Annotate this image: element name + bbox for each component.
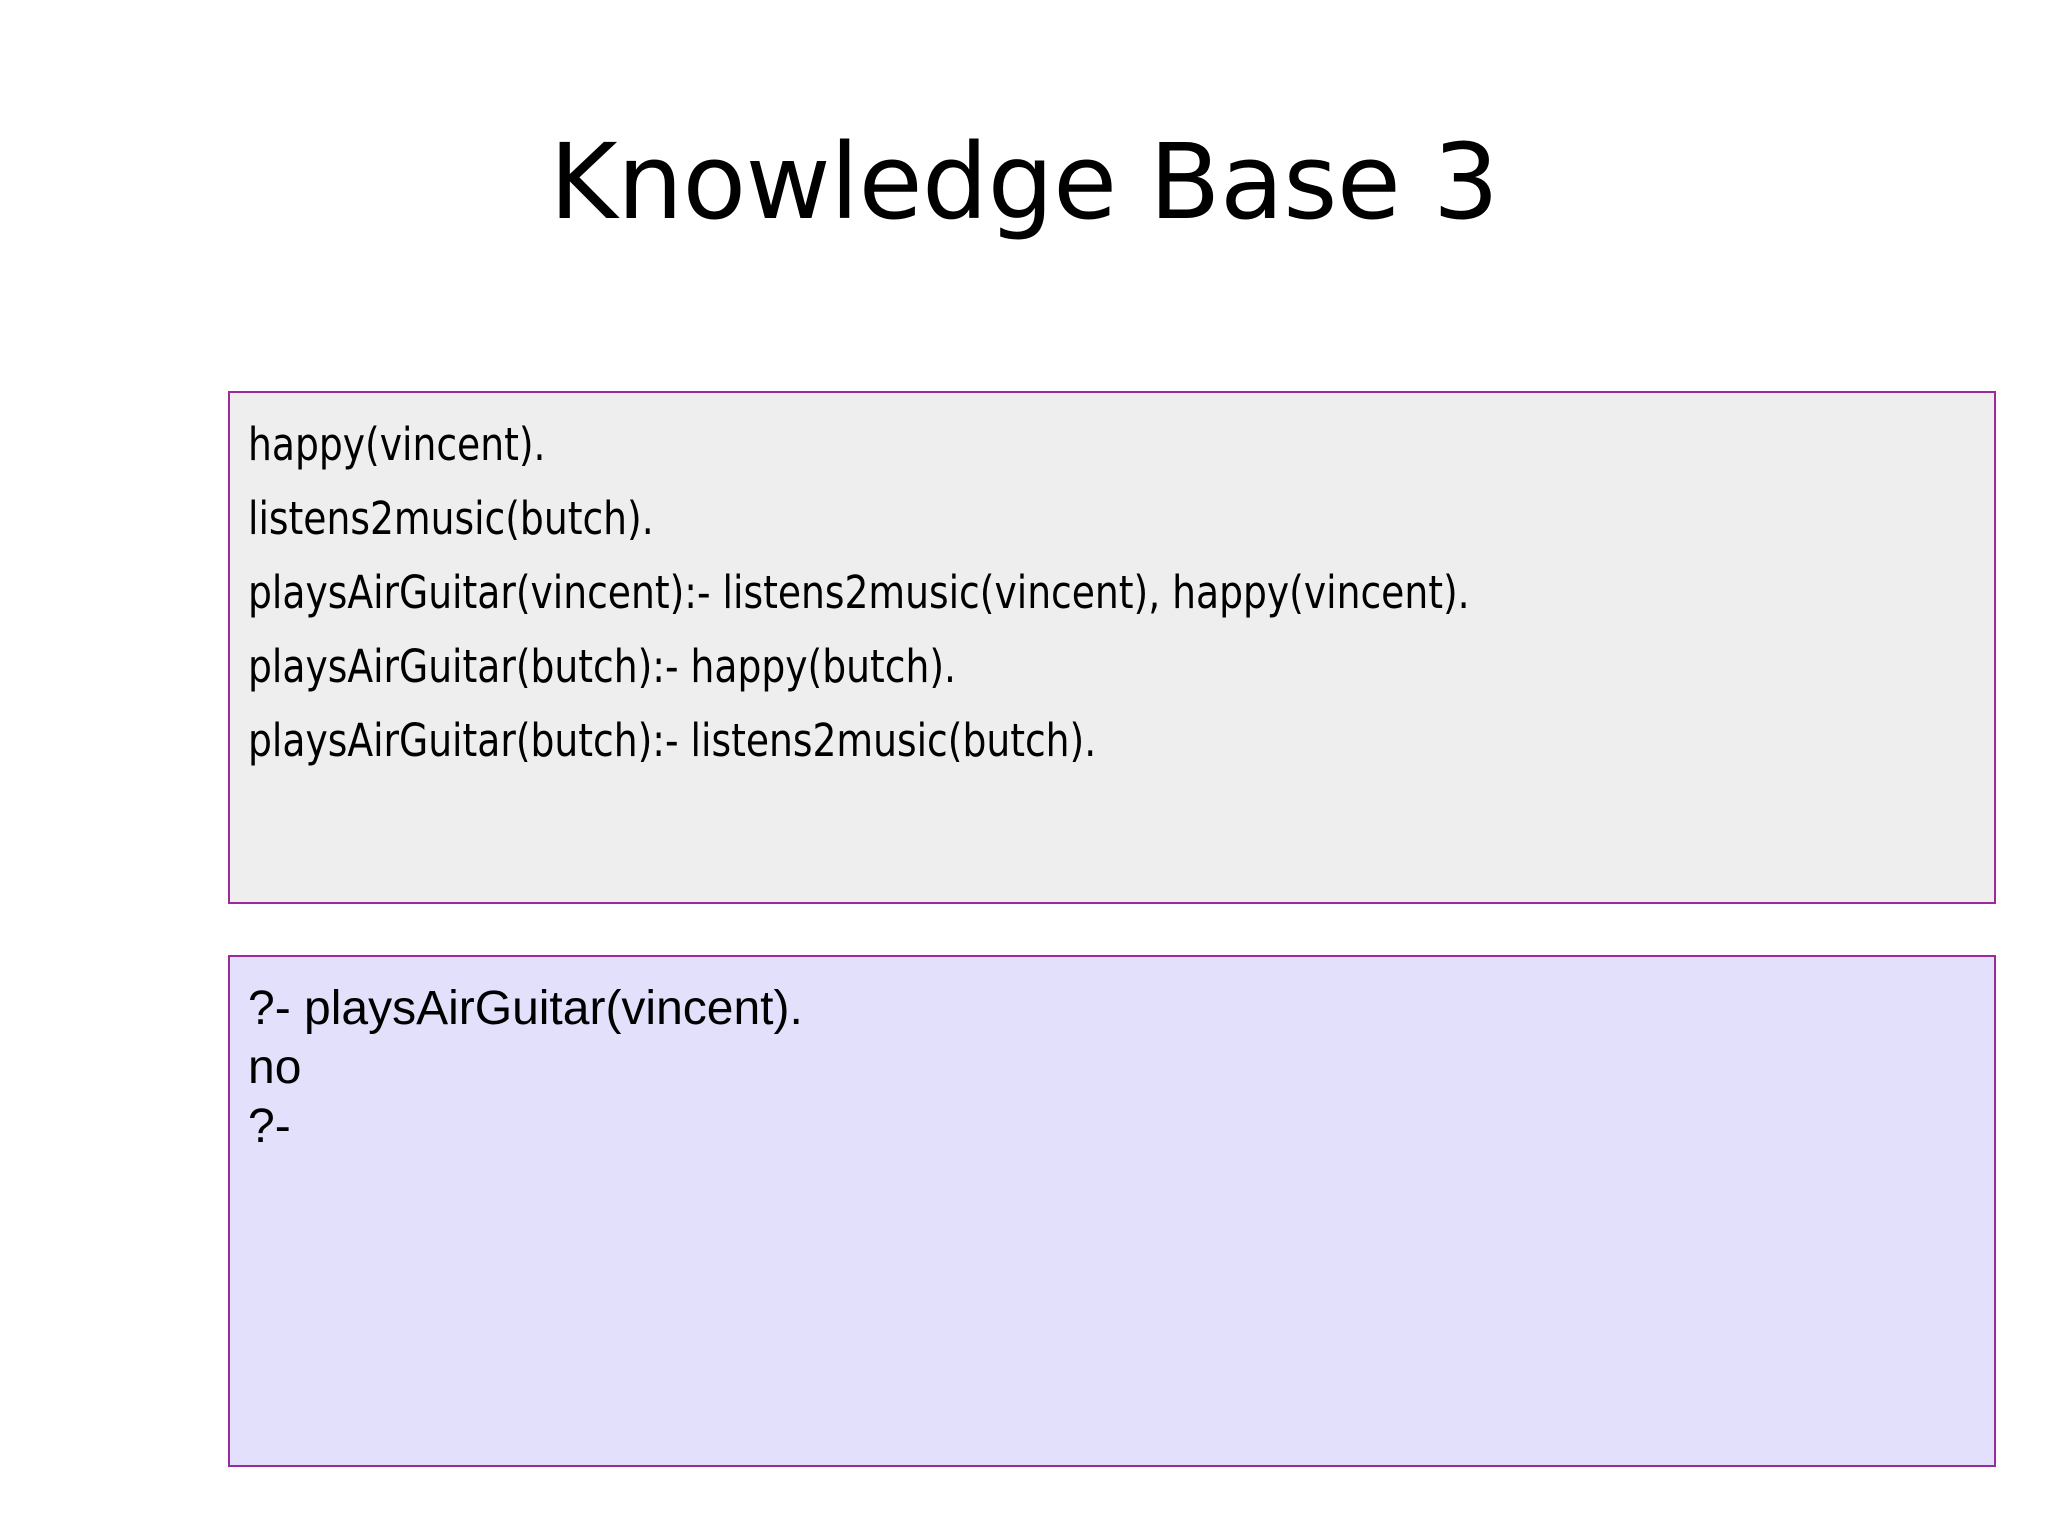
console-prompt-line: ?-	[248, 1100, 291, 1153]
knowledge-base-clause: playsAirGuitar(vincent):- listens2music(…	[248, 566, 1470, 619]
knowledge-base-clause: playsAirGuitar(butch):- happy(butch).	[248, 640, 957, 693]
knowledge-base-clause: listens2music(butch).	[248, 492, 654, 545]
knowledge-base-panel: happy(vincent). listens2music(butch). pl…	[228, 391, 1996, 904]
knowledge-base-clause: playsAirGuitar(butch):- listens2music(bu…	[248, 714, 1097, 767]
console-answer-line: no	[248, 1041, 302, 1094]
knowledge-base-clause: happy(vincent).	[248, 418, 546, 471]
prolog-console-panel[interactable]: ?- playsAirGuitar(vincent). no ?-	[228, 955, 1996, 1467]
console-query-line: ?- playsAirGuitar(vincent).	[248, 982, 803, 1035]
page-title: Knowledge Base 3	[549, 121, 1499, 243]
